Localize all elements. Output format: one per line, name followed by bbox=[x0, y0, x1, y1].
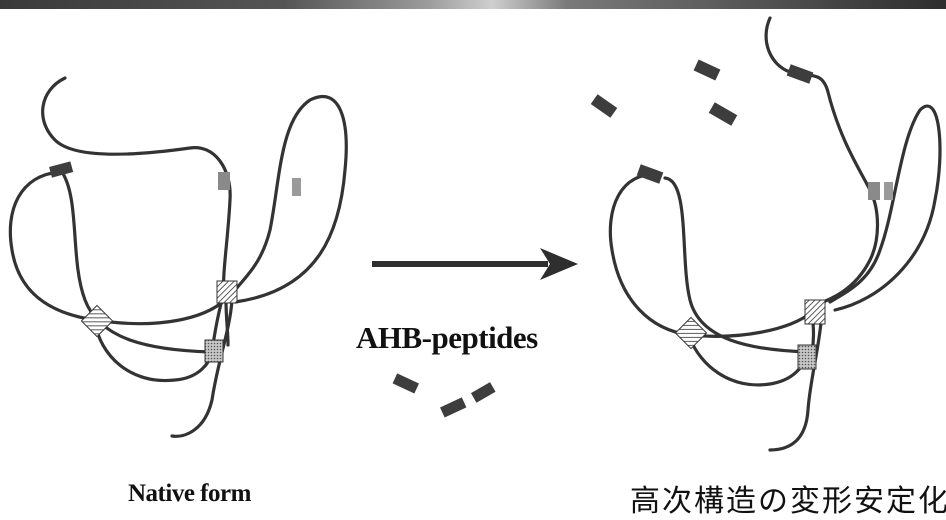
peptide-block-icon bbox=[440, 397, 466, 417]
peptide-block-icon bbox=[591, 94, 618, 118]
native-form-caption: Native form bbox=[128, 480, 251, 508]
reagent-label: AHB-peptides bbox=[356, 320, 538, 356]
free-peptides bbox=[393, 373, 496, 417]
right-arrow-icon bbox=[372, 248, 578, 280]
peptide-block-icon bbox=[787, 64, 814, 83]
stabilized-form-caption: 高次構造の変形安定化 bbox=[630, 476, 946, 520]
native-chain-left-loop bbox=[10, 172, 225, 324]
marker-gray-square bbox=[868, 182, 880, 200]
hatch-marker bbox=[217, 281, 237, 303]
stabilized-chain-top bbox=[766, 18, 877, 305]
peptide-block-icon bbox=[49, 161, 73, 177]
native-chain-top bbox=[43, 78, 231, 292]
native-protein-structure bbox=[10, 78, 346, 436]
peptide-block-icon bbox=[694, 59, 721, 80]
peptide-block-icon bbox=[471, 382, 496, 403]
stabilized-chain-right-loop bbox=[830, 106, 940, 310]
marker-gray-square bbox=[292, 178, 301, 196]
peptide-block-icon bbox=[393, 373, 419, 393]
hatch-marker bbox=[805, 300, 825, 324]
dotted-marker bbox=[798, 345, 816, 369]
stabilized-protein-structure bbox=[591, 18, 940, 450]
native-chain-right-loop bbox=[228, 96, 346, 302]
peptide-block-icon bbox=[637, 164, 664, 183]
crosshatch-marker bbox=[81, 305, 112, 336]
peptide-block-icon bbox=[709, 102, 738, 125]
stabilized-chain-left-loop bbox=[610, 175, 812, 337]
dotted-marker bbox=[205, 340, 223, 362]
marker-gray-square bbox=[218, 172, 230, 190]
marker-gray-square bbox=[884, 182, 893, 200]
